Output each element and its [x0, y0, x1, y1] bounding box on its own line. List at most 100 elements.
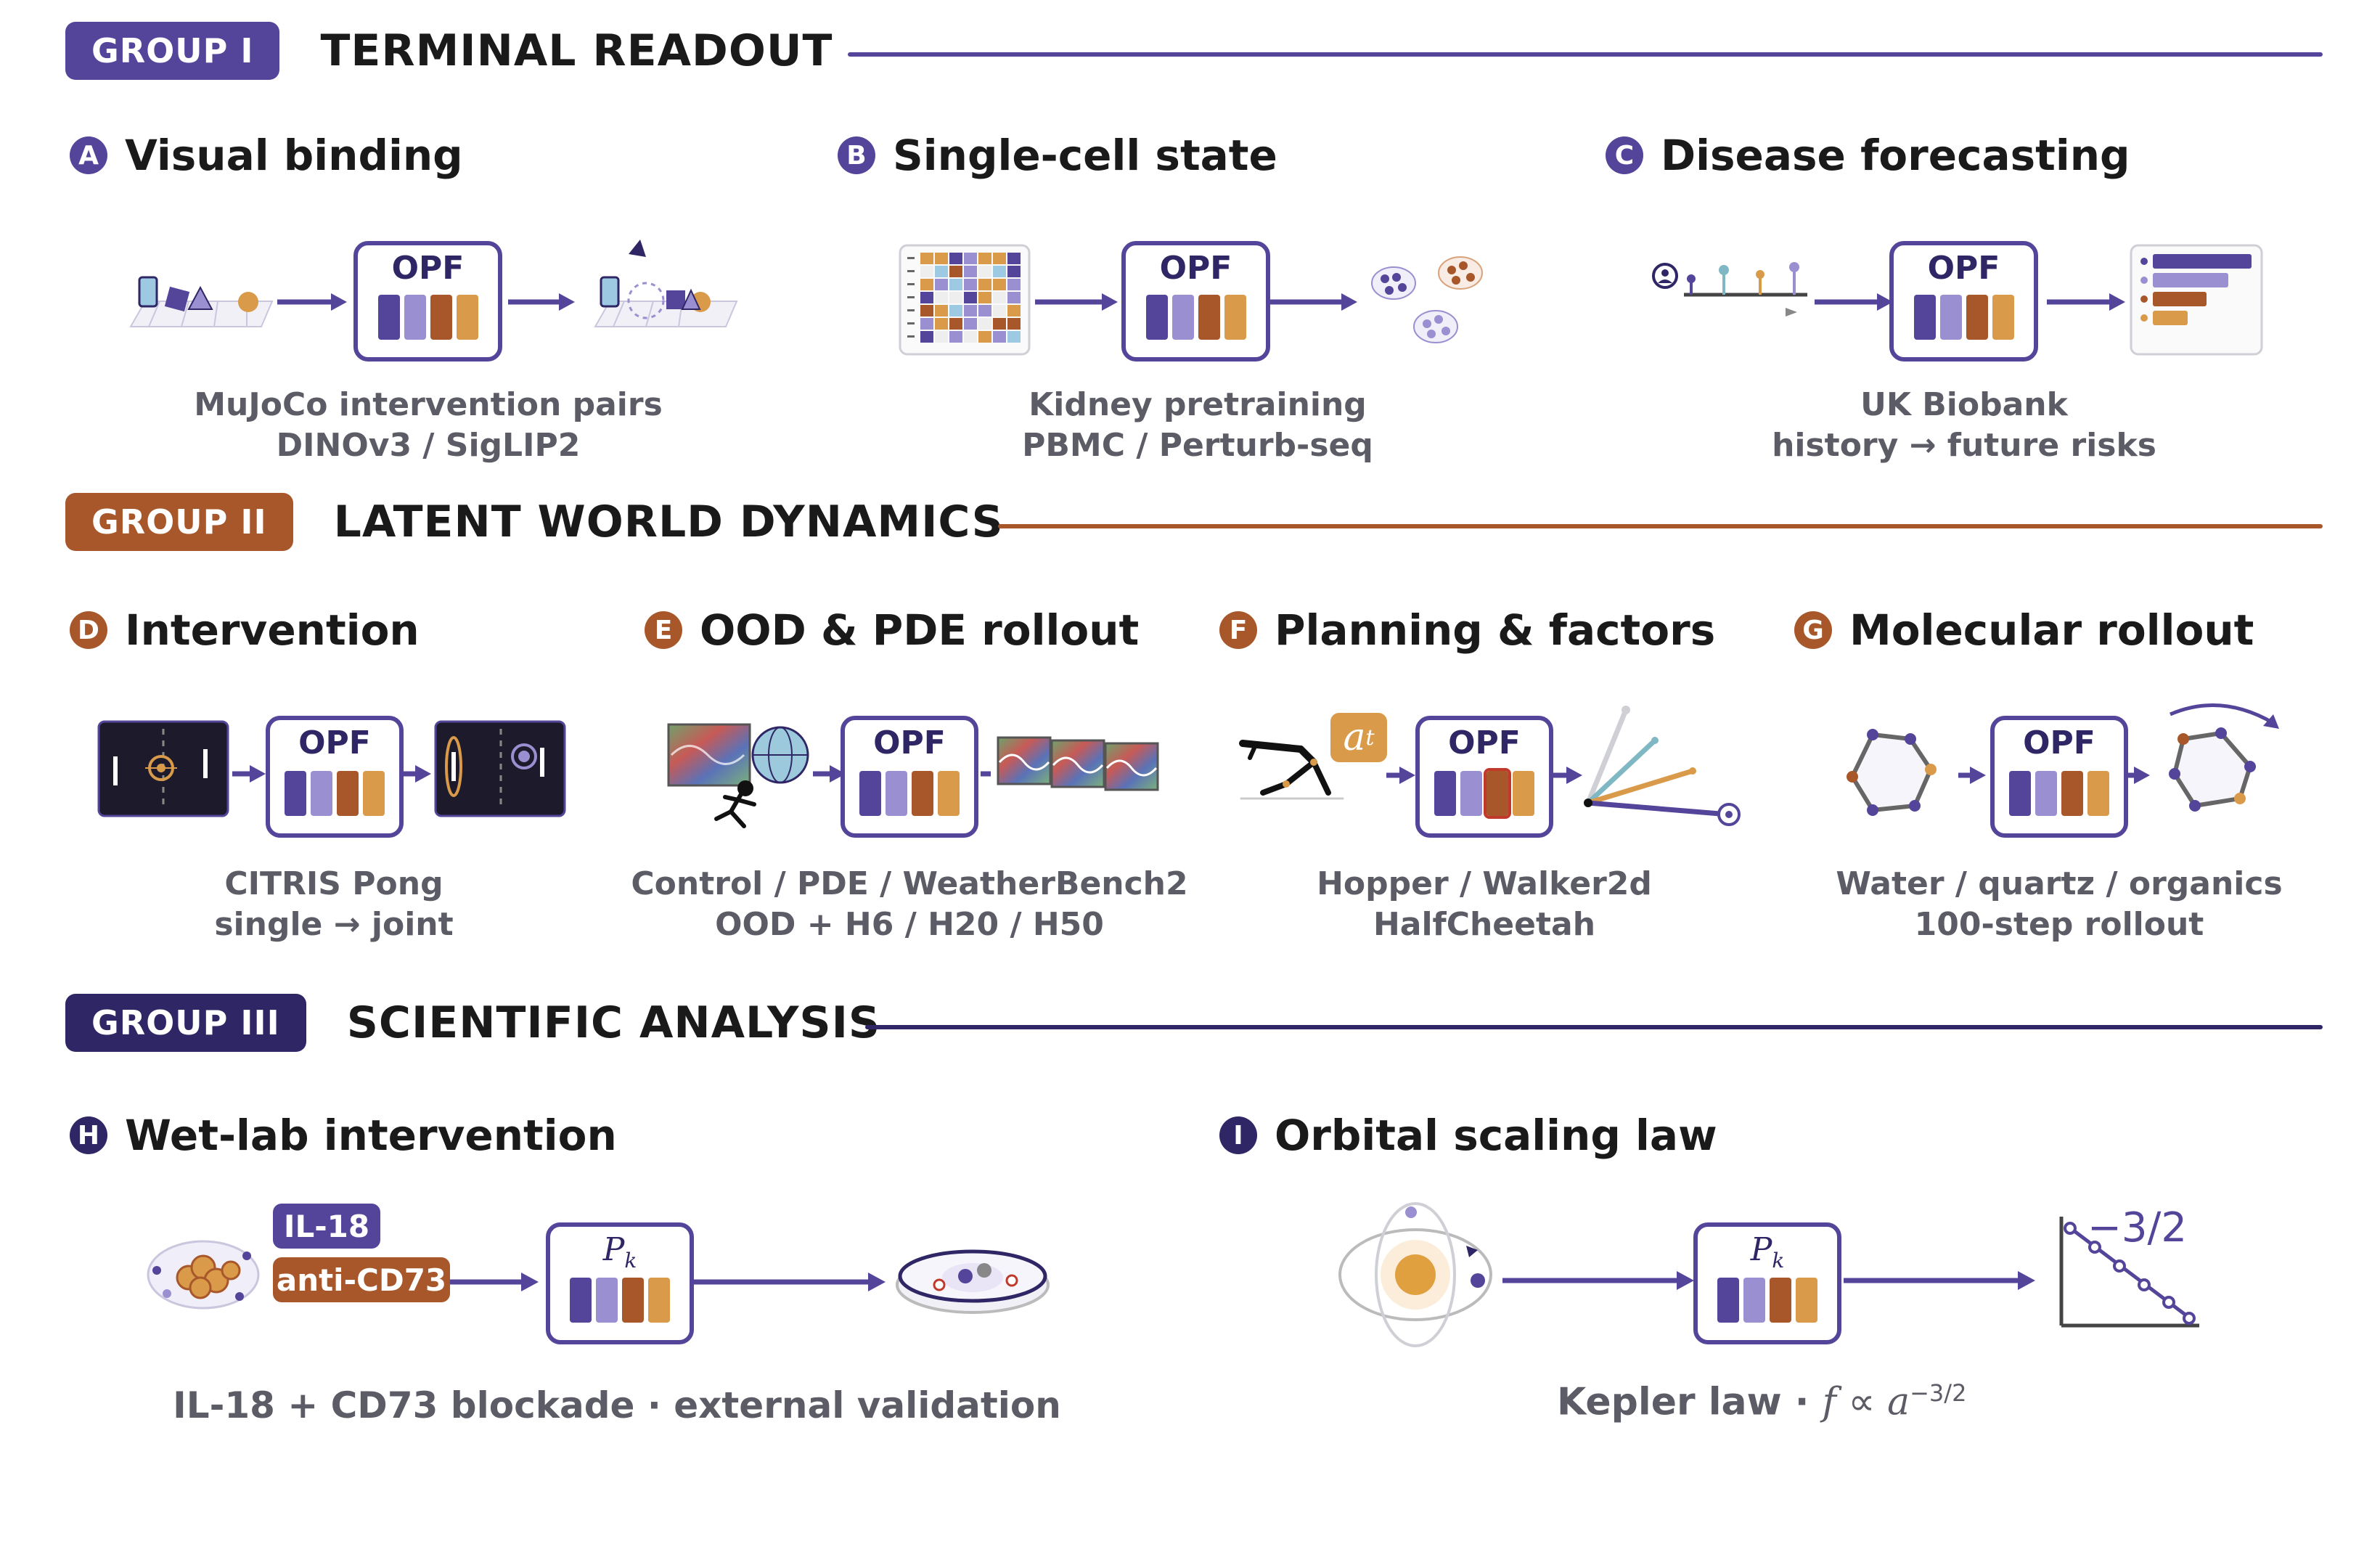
panel-b-caption-line-2: PBMC / Perturb-seq — [1022, 427, 1373, 464]
panel-a-opf-box: OPF — [353, 241, 502, 362]
panel-b-title: B Single-cell state — [838, 131, 1277, 180]
group-2-pill: GROUP II — [65, 493, 293, 551]
group-3-pill: GROUP III — [65, 994, 306, 1052]
cell-clusters-icon — [1371, 256, 1483, 343]
factor-vectors-icon — [1584, 706, 1741, 826]
panel-d-caption-line-1: CITRIS Pong — [224, 865, 443, 902]
pk-subscript: k — [624, 1248, 637, 1273]
slope-label: −3/2 — [2087, 1204, 2187, 1251]
panel-e-caption-line-1: Control / PDE / WeatherBench2 — [631, 865, 1188, 902]
kepler-caption-text: Kepler law · — [1557, 1380, 1823, 1424]
panel-f-caption-line-2: HalfCheetah — [1373, 906, 1596, 943]
mujoco-intervened-icon — [594, 240, 738, 327]
panel-g-heading: Molecular rollout — [1849, 605, 2254, 655]
tumor-cell-icon — [147, 1240, 260, 1310]
opf-bars-icon — [358, 295, 498, 340]
panel-e-figure — [667, 723, 1159, 828]
panel-d-opf-label: OPF — [298, 724, 371, 761]
scaling-law-plot-icon: −3/2 — [2059, 1204, 2199, 1328]
molecule-input-icon — [1847, 729, 1937, 816]
panel-f-opf-label: OPF — [1448, 724, 1521, 761]
panel-i-heading: Orbital scaling law — [1275, 1111, 1717, 1160]
mujoco-scene-icon — [129, 276, 274, 327]
pde-rollout-frames-icon — [997, 736, 1159, 791]
pk-symbol: P — [602, 1231, 625, 1268]
formula-exponent: −3/2 — [1910, 1379, 1967, 1407]
orbit-icon — [1338, 1202, 1492, 1347]
panel-c-title: C Disease forecasting — [1606, 131, 2130, 180]
pk-subscript: k — [1772, 1248, 1785, 1273]
panel-a-caption-line-2: DINOv3 / SigLIP2 — [276, 427, 581, 464]
panel-f-heading: Planning & factors — [1275, 605, 1716, 655]
panel-a-opf-label: OPF — [391, 250, 465, 287]
group-1-pill: GROUP I — [65, 22, 280, 80]
panel-b-figure — [899, 244, 1483, 356]
panel-i-figure: −3/2 — [1338, 1202, 2199, 1347]
panel-h-pk-label: Pk — [550, 1231, 690, 1273]
panel-e-opf-label: OPF — [873, 724, 946, 761]
opf-bars-icon — [1126, 295, 1266, 340]
opf-bars-icon — [1420, 768, 1549, 819]
group-1-header: GROUP I TERMINAL READOUT — [65, 18, 833, 83]
panel-g-title: G Molecular rollout — [1794, 605, 2254, 655]
panel-e-title: E OOD & PDE rollout — [645, 605, 1139, 655]
panel-h-heading: Wet-lab intervention — [125, 1111, 617, 1160]
panel-e-opf-box: OPF — [841, 716, 978, 838]
panel-a-figure — [129, 240, 738, 327]
group-1-title: TERMINAL READOUT — [320, 25, 833, 76]
risk-bars-icon — [2130, 244, 2263, 356]
panel-g-opf-box: OPF — [1990, 716, 2128, 838]
opf-bars-icon — [1995, 771, 2124, 816]
formula-proportional: ∝ — [1836, 1380, 1888, 1424]
panel-g-caption-line-1: Water / quartz / organics — [1836, 865, 2283, 902]
panel-i-caption: Kepler law · f ∝ a−3/2 — [1557, 1379, 1966, 1424]
opf-bars-icon — [1894, 295, 2034, 340]
panel-b-opf-label: OPF — [1159, 250, 1232, 287]
group-2-title: LATENT WORLD DYNAMICS — [333, 497, 1004, 547]
panel-a-caption-line-1: MuJoCo intervention pairs — [194, 386, 663, 423]
expression-matrix-icon — [899, 244, 1031, 356]
panel-d-caption-line-2: single → joint — [214, 906, 454, 943]
group-3-header: GROUP III SCIENTIFIC ANALYSIS — [65, 990, 880, 1055]
runner-icon — [714, 780, 756, 828]
il18-chip: IL-18 — [273, 1204, 380, 1249]
panel-i-title: I Orbital scaling law — [1219, 1111, 1717, 1160]
panel-c-caption: UK Biobank history → future risks — [1667, 385, 2262, 466]
panel-f-title: F Planning & factors — [1219, 605, 1715, 655]
anti-cd73-chip: anti-CD73 — [273, 1257, 450, 1302]
pong-frame-input-icon — [97, 720, 229, 817]
group-3-title: SCIENTIFIC ANALYSIS — [346, 997, 881, 1048]
panel-g-badge: G — [1794, 611, 1832, 649]
panel-h-caption: IL-18 + CD73 blockade · external validat… — [102, 1385, 1132, 1426]
panel-g-caption-line-2: 100-step rollout — [1914, 906, 2204, 943]
panel-b-opf-box: OPF — [1121, 241, 1270, 362]
pong-frame-output-icon — [434, 720, 566, 817]
pde-field-input-icon — [667, 723, 809, 828]
panel-a-caption: MuJoCo intervention pairs DINOv3 / SigLI… — [131, 385, 726, 466]
patient-timeline-icon — [1652, 262, 1807, 317]
opf-bars-icon — [845, 771, 974, 816]
petri-dish-icon — [896, 1249, 1050, 1314]
panel-f-caption-line-1: Hopper / Walker2d — [1317, 865, 1652, 902]
panel-g-opf-label: OPF — [2023, 724, 2095, 761]
panel-c-opf-label: OPF — [1927, 250, 2000, 287]
panel-b-heading: Single-cell state — [893, 131, 1277, 180]
formula-a: a — [1887, 1380, 1910, 1424]
panel-d-heading: Intervention — [125, 605, 420, 655]
panel-e-caption-line-2: OOD + H6 / H20 / H50 — [715, 906, 1104, 943]
panel-e-badge: E — [645, 611, 682, 649]
panel-f-caption: Hopper / Walker2d HalfCheetah — [1267, 864, 1702, 945]
panel-e-heading: OOD & PDE rollout — [700, 605, 1140, 655]
panel-f-badge: F — [1219, 611, 1257, 649]
panel-f-opf-box: OPF — [1415, 716, 1553, 838]
panel-c-caption-line-2: history → future risks — [1772, 427, 2156, 464]
panel-a-heading: Visual binding — [125, 131, 463, 180]
panel-h-pk-box: Pk — [546, 1222, 694, 1344]
panel-e-caption: Control / PDE / WeatherBench2 OOD + H6 /… — [623, 864, 1196, 945]
panel-b-caption-line-1: Kidney pretraining — [1029, 386, 1367, 423]
panel-f-figure — [1239, 706, 1741, 826]
formula-f: f — [1822, 1380, 1836, 1424]
group-2-divider — [998, 524, 2323, 528]
panel-a-badge: A — [70, 136, 107, 174]
